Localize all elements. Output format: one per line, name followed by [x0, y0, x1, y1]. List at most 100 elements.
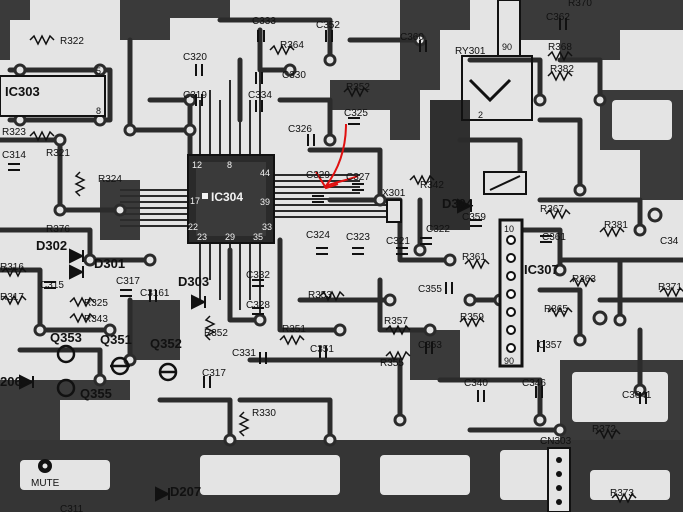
label-r342: R342 [420, 180, 444, 191]
pads [13, 33, 663, 447]
ic303-pin5: 5 [96, 66, 101, 76]
label-c319: C319 [183, 90, 207, 101]
label-q353: Q353 [50, 330, 82, 345]
label-c361: C361 [542, 232, 566, 243]
label-c351: C351 [310, 344, 334, 355]
label-d207: D207 [170, 484, 201, 499]
label-c317b: C317 [202, 368, 226, 379]
label-c340: C340 [464, 378, 488, 389]
ic304-label: IC304 [211, 190, 243, 204]
label-c315: C315 [40, 280, 64, 291]
red-annotation [315, 123, 359, 190]
label-r371: R371 [658, 282, 682, 293]
label-d302: D302 [36, 238, 67, 253]
label-c322: C322 [426, 224, 450, 235]
label-r353: R353 [308, 290, 332, 301]
ic304-fanout [120, 70, 390, 320]
label-c324: C324 [306, 230, 330, 241]
ic303-label: IC303 [5, 84, 40, 99]
label-c346: C346 [522, 378, 546, 389]
pin1-marker [202, 193, 208, 199]
resistors [1, 34, 683, 504]
label-q351: Q351 [100, 332, 132, 347]
label-c311: C311 [60, 504, 84, 512]
label-c334: C334 [248, 90, 272, 101]
label-c317: C317 [116, 276, 140, 287]
label-c360: C360 [400, 32, 424, 43]
connector-pin90: 90 [502, 42, 512, 52]
ic304-pin35: 35 [253, 232, 263, 242]
label-r323: R323 [2, 127, 26, 138]
transistors [56, 344, 178, 398]
label-r330: R330 [252, 408, 276, 419]
label-c352: C352 [316, 20, 340, 31]
label-c3641: C3641 [622, 390, 652, 401]
ic307-label: IC307 [524, 262, 559, 277]
label-c328: C328 [246, 300, 270, 311]
label-r324: R324 [98, 174, 122, 185]
label-r352: R352 [204, 328, 228, 339]
ic307-pin90: 90 [504, 356, 514, 366]
cn303: CN303 [540, 436, 572, 512]
label-r355: R355 [380, 358, 404, 369]
label-c332: C332 [246, 270, 270, 281]
relay-box [483, 171, 527, 195]
ic304-pin12: 12 [192, 160, 202, 170]
label-q352: Q352 [150, 336, 182, 351]
label-c359: C359 [462, 212, 486, 223]
diodes [19, 198, 473, 502]
label-r365: R365 [544, 304, 568, 315]
ic304-pin29: 29 [225, 232, 235, 242]
ic304-pin22: 22 [188, 222, 198, 232]
label-q355: Q355 [80, 386, 112, 401]
cn303-label: CN303 [540, 436, 572, 447]
label-c329: C329 [306, 170, 330, 181]
label-r322: R322 [60, 36, 84, 47]
mute-point: MUTE [31, 459, 60, 489]
ry301-label: RY301 [455, 46, 486, 57]
label-c327: C327 [346, 172, 370, 183]
label-c3161: C3161 [140, 288, 170, 299]
ic304-pin44: 44 [260, 168, 270, 178]
label-r376: R376 [46, 224, 70, 235]
label-r351: R351 [282, 324, 306, 335]
label-c323: C323 [346, 232, 370, 243]
label-r381: R381 [604, 220, 628, 231]
label-d304: D304 [442, 196, 474, 211]
label-r364: R364 [280, 40, 304, 51]
ic303-pin8: 8 [96, 106, 101, 116]
label-c325: C325 [344, 108, 368, 119]
label-c331: C331 [232, 348, 256, 359]
label-r373: R373 [610, 488, 634, 499]
label-r370: R370 [568, 0, 592, 9]
label-c353: C353 [418, 340, 442, 351]
label-c320: C320 [183, 52, 207, 63]
label-r368: R368 [548, 42, 572, 53]
capacitors [8, 18, 647, 404]
ic304: IC304 12 8 17 44 39 22 23 29 35 33 [187, 154, 275, 244]
label-r363: R363 [572, 274, 596, 285]
label-c333: C333 [252, 16, 276, 27]
label-r321: R321 [46, 148, 70, 159]
label-r316: R316 [0, 262, 24, 273]
label-c326: C326 [288, 124, 312, 135]
label-r359: R359 [460, 312, 484, 323]
label-r343: R343 [84, 314, 108, 325]
label-r357: R357 [384, 316, 408, 327]
label-r352b: R352 [346, 82, 370, 93]
label-r372: R372 [592, 424, 616, 435]
annotation-arrow [315, 171, 339, 190]
pour-clearances [20, 100, 672, 500]
label-r361: R361 [462, 252, 486, 263]
crystal-x301: X301 [382, 188, 406, 223]
label-r367: R367 [540, 204, 564, 215]
ic303: IC303 5 8 [0, 66, 106, 117]
ic304-pin39: 39 [260, 197, 270, 207]
ic304-pin33: 33 [262, 222, 272, 232]
label-r317: R317 [0, 292, 24, 303]
ic304-pin23: 23 [197, 232, 207, 242]
label-c362: C362 [546, 12, 570, 23]
label-c314: C314 [2, 150, 26, 161]
